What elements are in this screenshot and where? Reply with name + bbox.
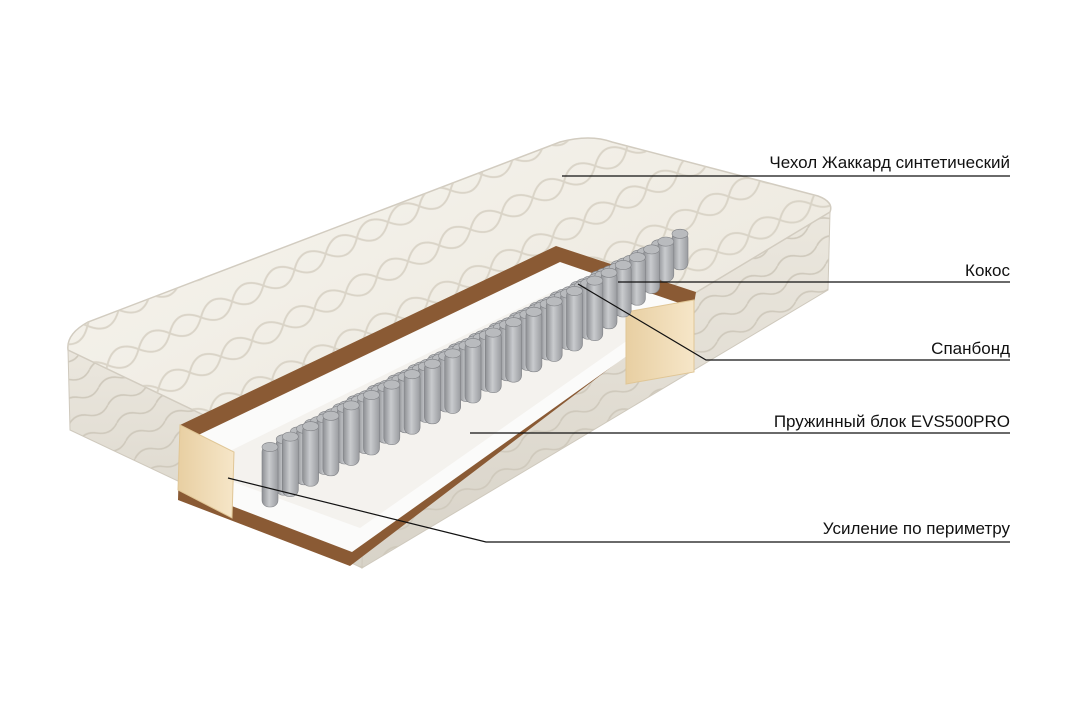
pocket-spring	[566, 286, 583, 352]
callout-perimeter-label: Усиление по периметру	[822, 519, 1010, 538]
pocket-spring	[464, 338, 482, 404]
pocket-spring	[322, 410, 340, 477]
callout-coconut-label: Кокос	[965, 261, 1010, 280]
perimeter-foam-right	[625, 299, 695, 385]
pocket-spring	[342, 400, 360, 466]
pocket-spring	[383, 379, 401, 445]
pocket-spring	[484, 327, 502, 393]
pocket-spring	[261, 442, 279, 508]
callout-cover-label: Чехол Жаккард синтетический	[769, 153, 1010, 172]
pocket-spring	[643, 244, 660, 294]
perimeter-foam-left	[177, 424, 235, 519]
pocket-spring	[444, 348, 462, 414]
callout-spring-block-label: Пружинный блок EVS500PRO	[773, 412, 1010, 431]
pocket-spring	[505, 317, 522, 383]
pocket-spring	[545, 296, 563, 362]
pocket-spring	[363, 390, 380, 456]
cutaway-section	[177, 228, 696, 566]
callout-spunbond-label: Спанбонд	[931, 339, 1010, 358]
pocket-spring	[281, 431, 299, 497]
leader-line-perimeter	[227, 477, 1010, 543]
pocket-spring	[657, 236, 675, 282]
pocket-spring	[424, 358, 441, 425]
pocket-spring	[302, 421, 319, 487]
pocket-spring	[403, 369, 421, 435]
spring-block	[261, 228, 689, 508]
pocket-spring	[671, 228, 689, 271]
leader-lines	[227, 175, 1010, 543]
pocket-spring	[525, 306, 543, 373]
pocket-spring	[586, 275, 604, 341]
pocket-spring	[629, 252, 646, 306]
leader-line-spunbond	[577, 283, 1010, 361]
pocket-spring	[614, 260, 632, 318]
